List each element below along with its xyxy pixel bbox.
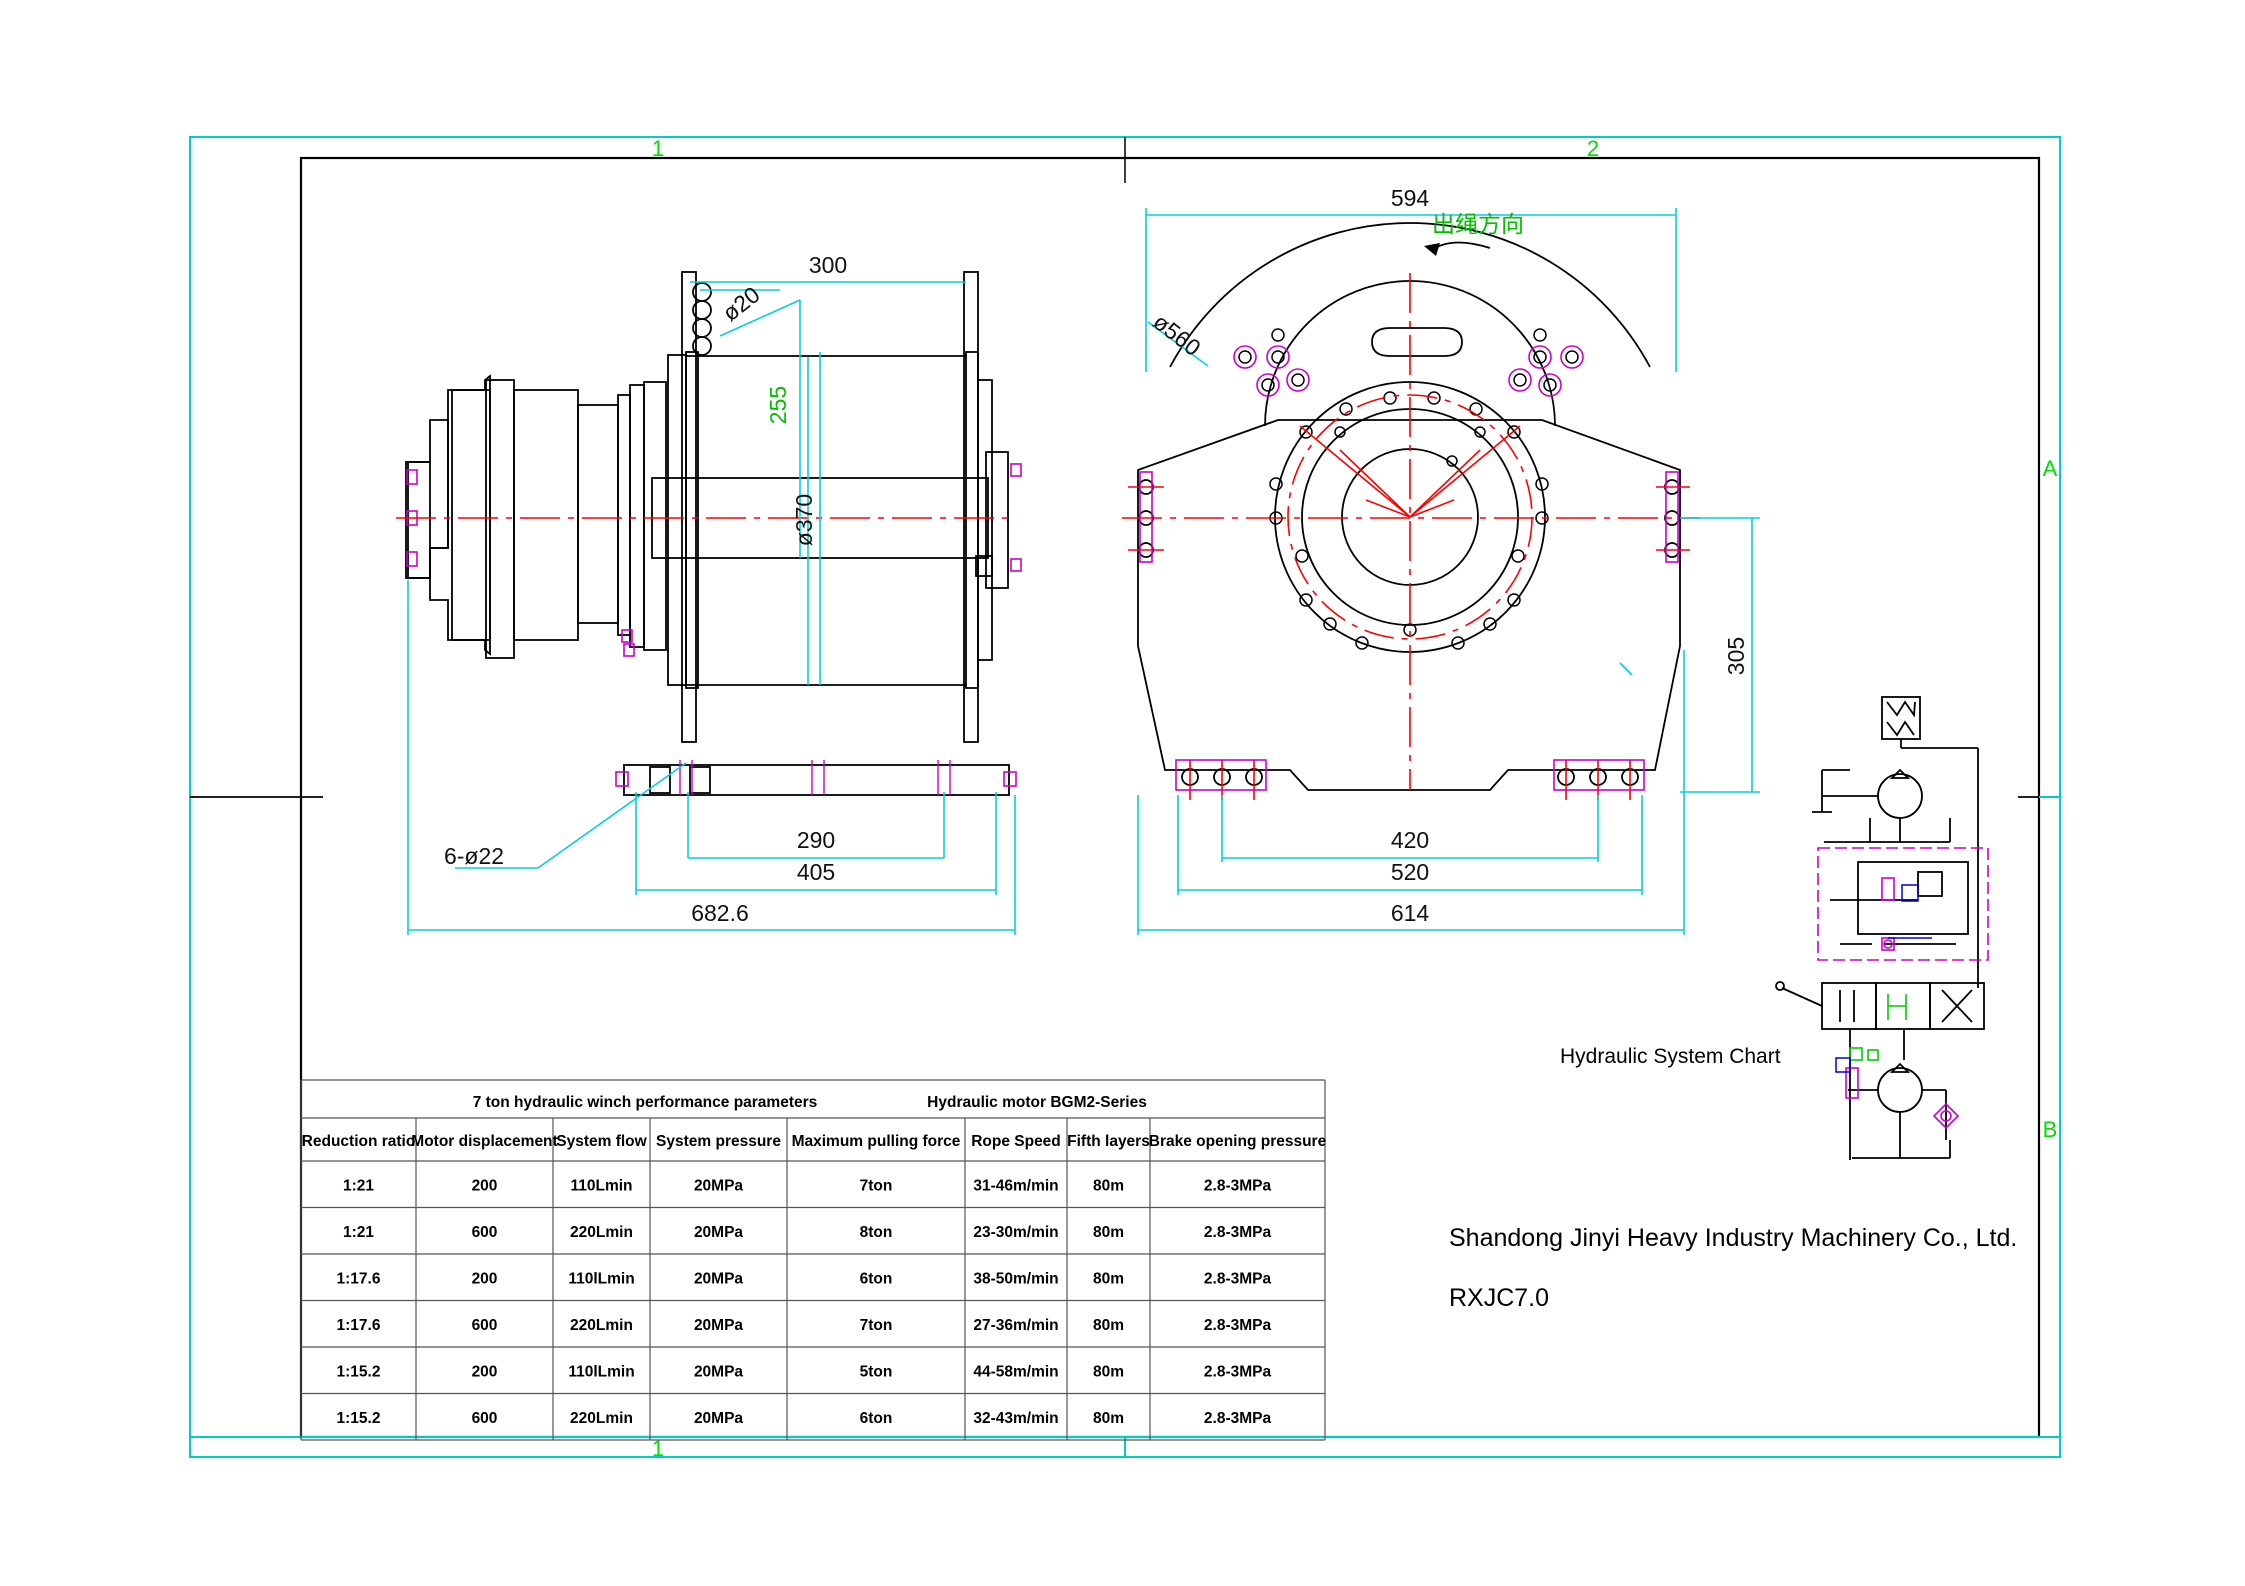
rope-direction-arrowhead <box>1424 243 1440 256</box>
table-cell: 80m <box>1093 1177 1124 1194</box>
table-cell: 27-36m/min <box>973 1317 1058 1334</box>
table-cell: 7ton <box>860 1177 893 1194</box>
table-cell: 110lLmin <box>568 1270 634 1287</box>
dim-drum-height: 255 <box>765 386 791 424</box>
table-header-cell: System flow <box>556 1133 647 1150</box>
zone-label-right-b: B <box>2043 1117 2058 1142</box>
front-view-centerlines <box>1122 273 1700 800</box>
table-cell: 2.8-3MPa <box>1204 1177 1272 1194</box>
rope-direction-arrow <box>1431 241 1491 251</box>
table-cell: 2.8-3MPa <box>1204 1317 1272 1334</box>
table-cell: 1:21 <box>343 1177 374 1194</box>
table-cell: 2.8-3MPa <box>1204 1224 1272 1241</box>
dim-bolt-span-inner: 290 <box>797 827 835 853</box>
front-view-pcd-holes <box>1238 328 1579 392</box>
table-cell: 2.8-3MPa <box>1204 1363 1272 1380</box>
table-cell: 600 <box>472 1317 498 1334</box>
table-cell: 110lLmin <box>568 1363 634 1380</box>
table-cell: 600 <box>472 1224 498 1241</box>
hydraulic-caption: Hydraulic System Chart <box>1560 1045 1781 1068</box>
table-cell: 6ton <box>860 1410 893 1427</box>
table-cell: 2.8-3MPa <box>1204 1270 1272 1287</box>
table-cell: 200 <box>472 1270 498 1287</box>
dim-overall-length: 682.6 <box>691 900 749 926</box>
table-cell: 2.8-3MPa <box>1204 1410 1272 1427</box>
zone-label-top-1: 1 <box>652 136 664 161</box>
table-header-cell: Fifth layers <box>1067 1133 1150 1150</box>
table-cell: 20MPa <box>694 1410 743 1427</box>
table-cell: 5ton <box>860 1363 893 1380</box>
table-cell: 7ton <box>860 1317 893 1334</box>
table-header-cell: Reduction ratio <box>302 1133 416 1150</box>
table-cell: 80m <box>1093 1270 1124 1287</box>
table-cell: 8ton <box>860 1224 893 1241</box>
table-cell: 1:17.6 <box>337 1270 381 1287</box>
side-view-dimensions <box>407 281 1016 935</box>
table-cell: 1:21 <box>343 1224 374 1241</box>
front-view-dimensions <box>1137 208 1760 935</box>
table-cell: 20MPa <box>694 1224 743 1241</box>
dim-top-width: 594 <box>1391 185 1430 211</box>
table-cell: 20MPa <box>694 1317 743 1334</box>
table-header-cell: Rope Speed <box>971 1133 1061 1150</box>
dim-center-height: 305 <box>1723 637 1749 675</box>
dim-hole-span-inner: 420 <box>1391 827 1429 853</box>
model-number: RXJC7.0 <box>1449 1284 1549 1312</box>
table-cell: 110Lmin <box>570 1177 632 1194</box>
dim-mount-holes: 6-ø22 <box>444 843 504 869</box>
table-title-right: Hydraulic motor BGM2-Series <box>927 1094 1147 1111</box>
hydraulic-details-green <box>1849 994 1907 1061</box>
table-cell: 200 <box>472 1363 498 1380</box>
dim-rope-direction: 出绳方向 <box>1432 211 1524 237</box>
table-cell: 80m <box>1093 1410 1124 1427</box>
table-cell: 80m <box>1093 1224 1124 1241</box>
dim-overall-width: 614 <box>1391 900 1430 926</box>
table-cell: 1:15.2 <box>337 1363 381 1380</box>
dim-hole-span-mid: 520 <box>1391 859 1429 885</box>
performance-table: 7 ton hydraulic winch performance parame… <box>300 1079 1327 1441</box>
dim-bolt-span-outer: 405 <box>797 859 835 885</box>
table-cell: 220Lmin <box>570 1224 633 1241</box>
company-name: Shandong Jinyi Heavy Industry Machinery … <box>1449 1224 2017 1252</box>
hydraulic-control-block <box>1817 847 1989 961</box>
table-cell: 80m <box>1093 1317 1124 1334</box>
table-title-left: 7 ton hydraulic winch performance parame… <box>473 1094 818 1111</box>
table-cell: 23-30m/min <box>973 1224 1058 1241</box>
table-header-cell: Motor displacement <box>411 1133 557 1150</box>
table-header-cell: Brake opening pressure <box>1149 1133 1327 1150</box>
table-cell: 220Lmin <box>570 1410 633 1427</box>
table-header-cell: System pressure <box>656 1133 781 1150</box>
table-cell: 1:15.2 <box>337 1410 381 1427</box>
hydraulic-schematic <box>1775 696 1985 1160</box>
table-cell: 600 <box>472 1410 498 1427</box>
table-cell: 20MPa <box>694 1177 743 1194</box>
table-cell: 38-50m/min <box>973 1270 1058 1287</box>
table-cell: 44-58m/min <box>973 1363 1058 1380</box>
side-view <box>396 271 1022 796</box>
dim-drum-diameter: ø370 <box>791 494 817 546</box>
table-cell: 32-43m/min <box>973 1410 1058 1427</box>
table-cell: 1:17.6 <box>337 1317 381 1334</box>
table-cell: 220Lmin <box>570 1317 633 1334</box>
table-cell: 20MPa <box>694 1270 743 1287</box>
table-cell: 6ton <box>860 1270 893 1287</box>
table-cell: 20MPa <box>694 1363 743 1380</box>
table-header-cell: Maximum pulling force <box>792 1133 961 1150</box>
dim-flange-distance: 300 <box>809 252 847 278</box>
zone-label-right-a: A <box>2043 456 2058 481</box>
front-view <box>1137 222 1681 791</box>
zone-label-bottom-1: 1 <box>652 1436 664 1461</box>
table-cell: 80m <box>1093 1363 1124 1380</box>
table-cell: 31-46m/min <box>973 1177 1058 1194</box>
hydraulic-details-blue <box>1835 884 1932 1073</box>
table-cell: 200 <box>472 1177 498 1194</box>
drawing-frame: 1 2 1 A B <box>189 136 2061 1461</box>
front-view-flange-bolts <box>1139 345 1679 791</box>
zone-label-top-2: 2 <box>1587 136 1599 161</box>
